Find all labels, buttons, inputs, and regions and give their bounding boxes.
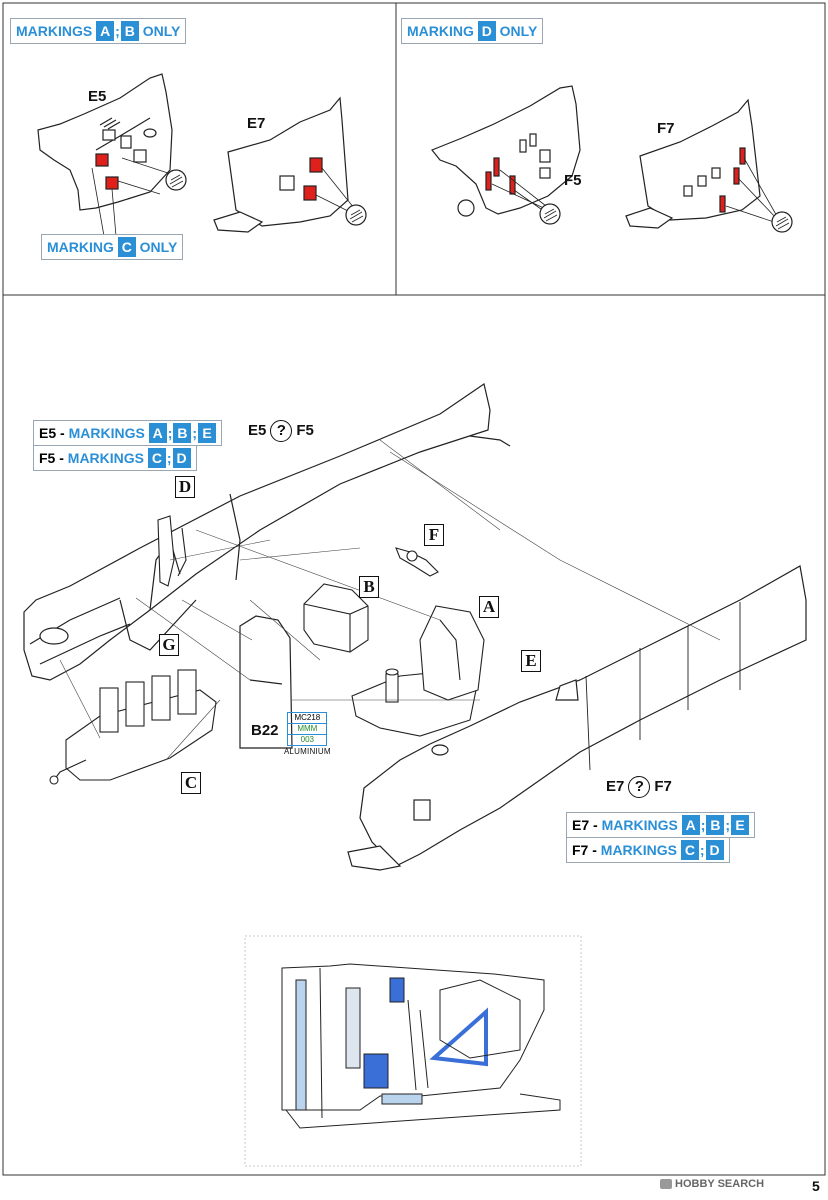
top-right-markings-header: MARKING D ONLY	[401, 18, 544, 44]
subassembly-box-b: B	[359, 576, 379, 598]
part-label-f7: F7	[657, 120, 675, 137]
alt-right-label: F5	[296, 422, 314, 439]
subassembly-g-engine-drawing	[49, 669, 217, 785]
leader-lines	[59, 439, 721, 761]
main-panel-frame	[2, 294, 826, 1176]
watermark-hobby-search: HOBBY SEARCH	[660, 1178, 764, 1190]
rear-alternative-e7-f7: E7?F7	[606, 776, 672, 798]
part-label-e7: E7	[247, 115, 266, 132]
paint-code-mc: MC218	[288, 713, 327, 724]
paint-callout-aluminium: MC218 MMM 003 ALUMINIUM	[284, 712, 331, 756]
marking-letter-a: A	[681, 815, 700, 835]
part-label-f5: F5	[564, 172, 582, 189]
paint-code-mmm: MMM	[288, 724, 327, 735]
f5-front-fuselage-drawing	[431, 85, 581, 225]
alternative-question-icon: ?	[270, 420, 293, 442]
inset-frame	[244, 935, 582, 1167]
e7-rear-fuselage-drawing	[213, 96, 367, 233]
marking-letter-e: E	[198, 423, 217, 443]
e7-markings-box: E7 - MARKINGS A;B;E	[566, 812, 756, 838]
fuselage-right-half-drawing	[347, 565, 807, 871]
f7-prefix: F7 -	[572, 842, 597, 858]
only-label: ONLY	[142, 23, 181, 39]
only-label: ONLY	[499, 23, 538, 39]
marking-label: MARKING	[47, 239, 114, 255]
marking-label: MARKING	[407, 23, 474, 39]
subassembly-b-drawing	[303, 583, 369, 653]
marking-letter-b: B	[173, 423, 192, 443]
marking-letter-b: B	[120, 21, 139, 41]
e5-markings-box: E5 - MARKINGS A;B;E	[33, 420, 223, 446]
marking-letter-d: D	[705, 840, 724, 860]
marking-letter-c: C	[147, 448, 166, 468]
e7-prefix: E7 -	[572, 817, 598, 833]
alt-right-label: F7	[654, 778, 672, 795]
marking-letter-e: E	[731, 815, 750, 835]
markings-label: MARKINGS	[68, 425, 145, 441]
marking-c-only-box: MARKING C ONLY	[41, 234, 184, 260]
subassembly-a-seat-drawing	[351, 605, 485, 737]
watermark-text: HOBBY SEARCH	[675, 1178, 765, 1190]
alt-left-label: E7	[606, 778, 625, 795]
markings-label: MARKINGS	[67, 450, 145, 466]
markings-label: MARKINGS	[601, 817, 678, 833]
subassembly-box-g: G	[159, 634, 179, 656]
e5-prefix: E5 -	[39, 425, 65, 441]
subassembly-d-drawing	[157, 515, 187, 587]
front-alternative-e5-f5: E5?F5	[248, 420, 314, 442]
part-label-e5: E5	[88, 88, 107, 105]
paint-code-number: 003	[300, 735, 315, 744]
marking-letter-b: B	[706, 815, 725, 835]
f7-rear-fuselage-drawing	[625, 98, 793, 233]
alternative-question-icon: ?	[628, 776, 651, 798]
markings-label: MARKINGS	[600, 842, 678, 858]
page-number: 5	[812, 1178, 820, 1194]
marking-letter-c: C	[680, 840, 699, 860]
watermark-logo-icon	[660, 1179, 672, 1190]
marking-letter-d: D	[477, 21, 496, 41]
alt-left-label: E5	[248, 422, 267, 439]
f5-prefix: F5 -	[39, 450, 64, 466]
subassembly-box-a: A	[479, 596, 499, 618]
subassembly-box-f: F	[424, 524, 444, 546]
inset-cockpit-section-drawing	[281, 963, 561, 1129]
fuselage-left-half-drawing	[23, 383, 511, 681]
paint-code-stack: MC218 MMM 003	[287, 712, 328, 746]
subassembly-f-drawing	[395, 547, 439, 577]
marking-letter-a: A	[96, 21, 115, 41]
markings-label: MARKINGS	[16, 23, 93, 39]
subassembly-box-e: E	[521, 650, 541, 672]
marking-letter-c: C	[117, 237, 136, 257]
f7-markings-box: F7 - MARKINGS C;D	[566, 837, 730, 863]
part-b22-bulkhead-drawing	[239, 615, 293, 749]
only-label: ONLY	[139, 239, 178, 255]
top-left-markings-header: MARKINGS A;B ONLY	[10, 18, 187, 44]
e5-front-fuselage-drawing	[37, 73, 187, 237]
f5-markings-box: F5 - MARKINGS C;D	[33, 445, 197, 471]
marking-letter-d: D	[172, 448, 191, 468]
marking-letter-a: A	[148, 423, 167, 443]
part-label-b22: B22	[251, 722, 279, 739]
subassembly-box-d: D	[175, 476, 195, 498]
paint-name: ALUMINIUM	[284, 747, 331, 756]
subassembly-box-c: C	[181, 772, 201, 794]
